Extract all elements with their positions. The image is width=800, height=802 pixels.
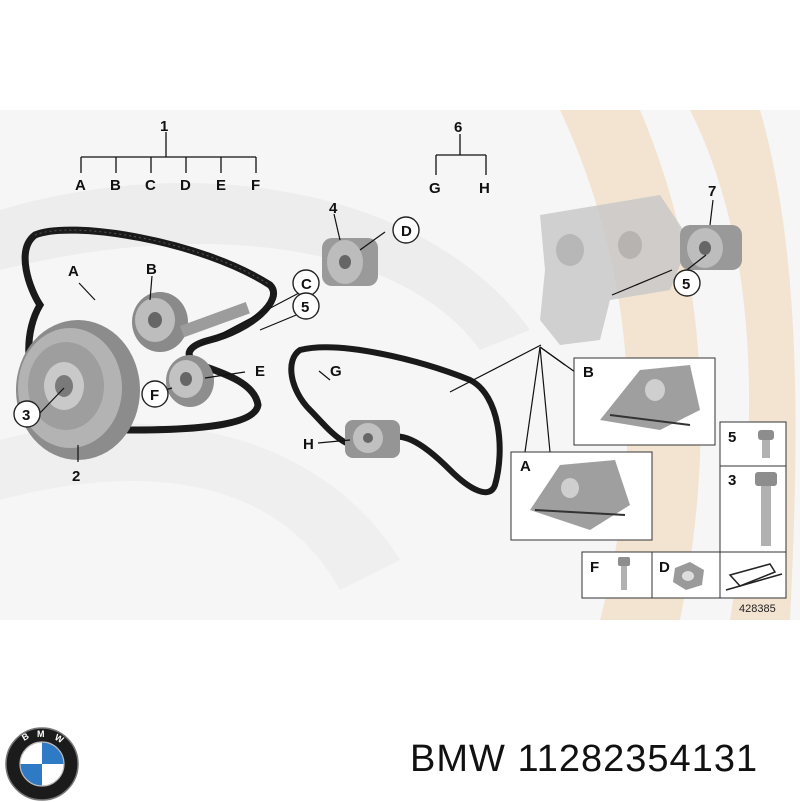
callout-5-left: 5	[301, 299, 309, 316]
callout-1-e: E	[216, 177, 226, 194]
logo-letter-b: B	[20, 731, 31, 743]
callout-6-g: G	[429, 180, 441, 197]
callout-tree-1	[80, 132, 257, 173]
callout-e: E	[255, 363, 265, 380]
callout-1-d: D	[180, 177, 191, 194]
callout-1: 1	[160, 118, 168, 135]
bolt-3-label: 3	[728, 472, 736, 489]
callout-a-belt: A	[68, 263, 79, 280]
callout-2: 2	[72, 468, 80, 485]
bolt-5-label: 5	[728, 429, 736, 446]
tensioner-4	[322, 238, 378, 286]
callout-3: 3	[22, 407, 30, 424]
tensioner-7	[680, 225, 742, 270]
callout-6: 6	[454, 119, 462, 136]
inset-a-label: A	[520, 458, 531, 475]
part-number: 11282354131	[517, 738, 759, 780]
callout-4: 4	[329, 200, 338, 217]
main-belt	[21, 226, 277, 434]
nut-d-label: D	[659, 559, 670, 576]
callout-6-h: H	[479, 180, 490, 197]
inset-a	[510, 451, 653, 541]
logo-letter-m: M	[37, 729, 45, 739]
part-caption: BMW 11282354131	[410, 738, 758, 781]
inset-b-label: B	[583, 364, 594, 381]
inset-b	[573, 357, 716, 446]
hardware-inset-bolts	[719, 421, 787, 553]
callout-g: G	[330, 363, 342, 380]
idler-pulley-b	[132, 292, 250, 352]
callout-1-f: F	[251, 177, 260, 194]
idler-pulley-e	[166, 355, 214, 407]
callout-1-c: C	[145, 177, 156, 194]
brand-name: BMW	[410, 738, 506, 780]
secondary-belt-g	[288, 344, 503, 496]
bmw-logo: B M W	[5, 727, 79, 801]
callout-7: 7	[708, 183, 716, 200]
image-number: 428385	[739, 603, 776, 615]
callout-tree-6	[435, 134, 487, 175]
callout-c: C	[301, 276, 312, 293]
callout-h: H	[303, 436, 314, 453]
callout-1-a: A	[75, 177, 86, 194]
bolt-f-label: F	[590, 559, 599, 576]
callout-5-right: 5	[682, 276, 690, 293]
callout-d: D	[401, 223, 412, 240]
tensioner-h	[345, 420, 400, 458]
tensioner-bracket	[540, 195, 690, 345]
hardware-inset-row	[581, 551, 787, 599]
callout-f: F	[150, 387, 159, 404]
crankshaft-pulley	[16, 320, 140, 460]
circled-callouts	[13, 216, 701, 428]
callout-1-b: B	[110, 177, 121, 194]
callout-b-pulley: B	[146, 261, 157, 278]
